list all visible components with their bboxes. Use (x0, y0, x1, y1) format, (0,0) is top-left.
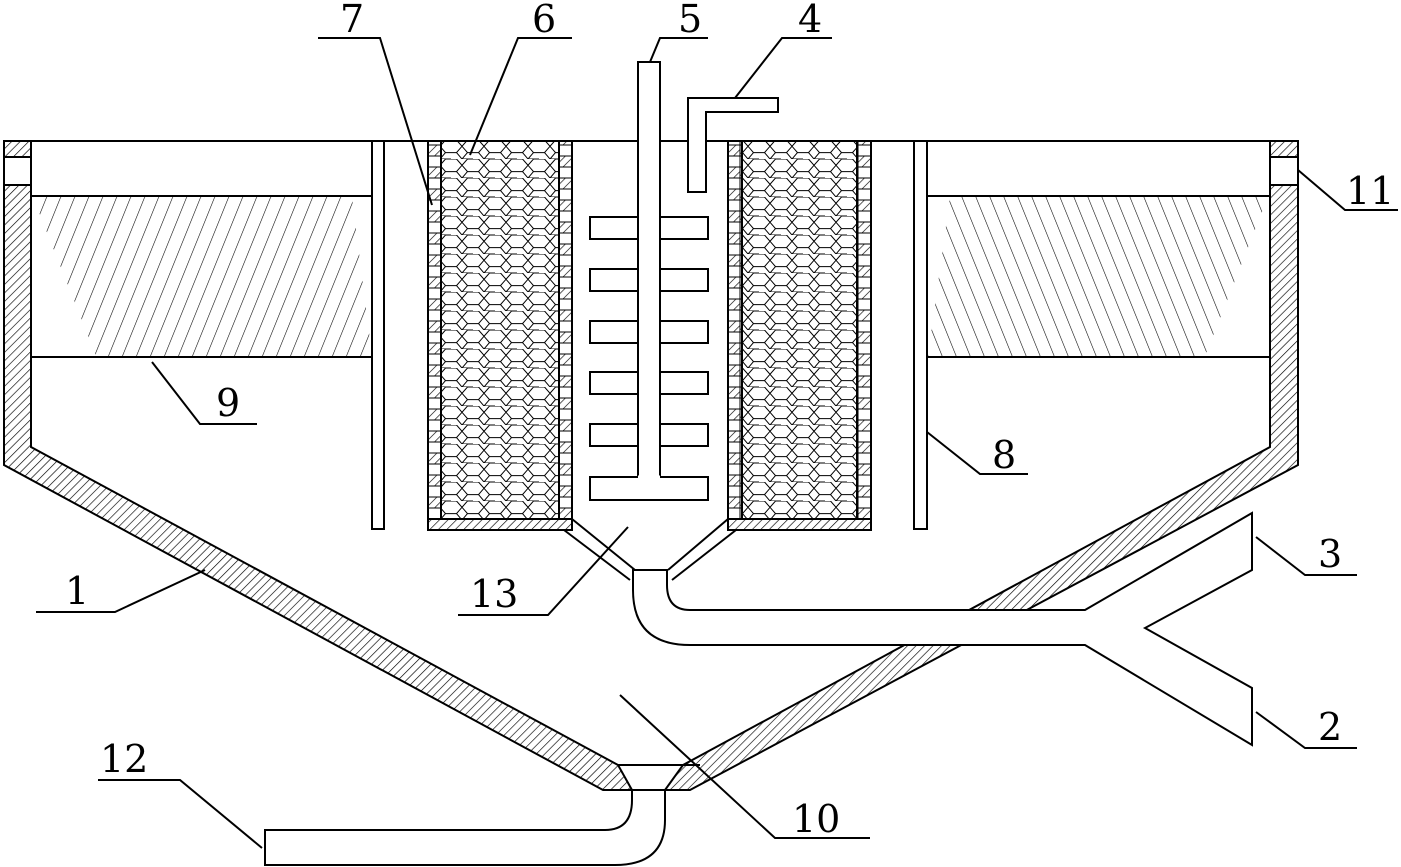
inlet-pipe (687, 97, 779, 193)
label-13: 13 (470, 572, 518, 616)
label-4: 4 (798, 0, 822, 41)
label-6: 6 (532, 0, 556, 41)
central-funnel (563, 518, 737, 581)
outlet-pipe (632, 511, 1253, 747)
label-2: 2 (1318, 705, 1342, 749)
label-7: 7 (340, 0, 364, 41)
leader-lines (36, 37, 1398, 849)
label-8: 8 (992, 433, 1016, 477)
filter-cartridge-right (727, 140, 872, 531)
filter-cartridge-left (427, 140, 573, 531)
baffle-left (371, 140, 385, 530)
label-5: 5 (678, 0, 702, 41)
label-1: 1 (65, 569, 89, 613)
sludge-outlet-pipe (264, 789, 666, 866)
label-9: 9 (216, 381, 240, 425)
inclined-plate-pack-left (33, 197, 372, 356)
distribution-pipe (589, 61, 709, 501)
part-labels: 1 2 3 4 5 6 7 8 9 10 11 12 13 (65, 0, 1394, 841)
label-10: 10 (792, 797, 840, 841)
label-12: 12 (100, 737, 148, 781)
label-11: 11 (1346, 169, 1394, 213)
label-3: 3 (1318, 532, 1342, 576)
tank-body (3, 140, 1299, 791)
baffle-right (913, 140, 928, 530)
inclined-plate-pack-right (928, 197, 1268, 356)
